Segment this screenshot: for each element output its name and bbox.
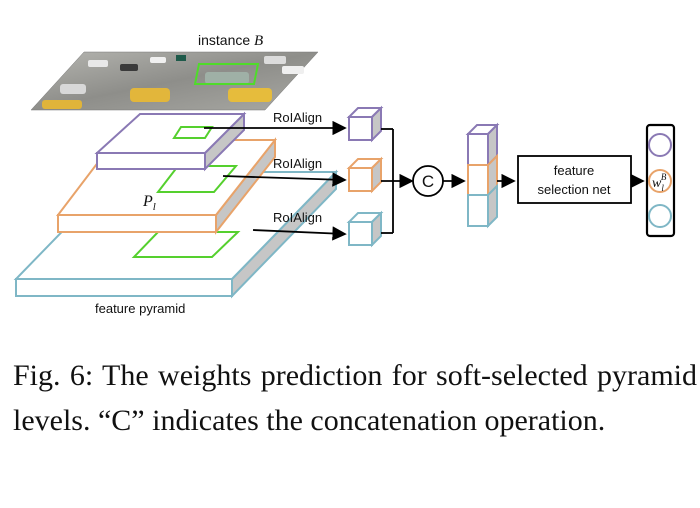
concat-node: C bbox=[412, 165, 444, 197]
roi-box-middle bbox=[155, 165, 239, 193]
roi-box-top bbox=[172, 126, 214, 139]
pooled-feature-bottom bbox=[346, 210, 384, 248]
level-front-face bbox=[96, 152, 206, 170]
car bbox=[282, 66, 304, 74]
weight-label: wlB bbox=[652, 172, 667, 193]
instance-roi-box bbox=[193, 63, 260, 85]
car bbox=[150, 57, 166, 63]
instance-label: instance B bbox=[198, 32, 263, 49]
roialign-label-middle: RoIAlign bbox=[273, 156, 322, 171]
pyramid-level-top bbox=[94, 111, 247, 172]
roialign-arrows: RoIAlign RoIAlign RoIAlign bbox=[204, 110, 347, 241]
instance-image: instance B bbox=[30, 32, 319, 111]
car bbox=[60, 84, 86, 94]
car bbox=[42, 100, 82, 109]
concat-symbol: C bbox=[422, 172, 434, 191]
roialign-arrow-middle bbox=[222, 172, 347, 187]
weight-node-middle bbox=[648, 169, 672, 193]
car bbox=[120, 64, 138, 71]
feature-selection-net: feature selection net bbox=[517, 155, 632, 204]
concatenated-feature-stack bbox=[465, 122, 500, 229]
roialign-label-bottom: RoIAlign bbox=[273, 210, 322, 225]
weight-node-top bbox=[648, 133, 672, 157]
pooled-feature-middle bbox=[346, 156, 384, 194]
roialign-arrow-bottom bbox=[252, 226, 347, 241]
car bbox=[130, 88, 170, 102]
roialign-label-top: RoIAlign bbox=[273, 110, 322, 125]
svg-text:selection net: selection net bbox=[538, 182, 611, 197]
pooled-feature-top bbox=[346, 105, 384, 143]
weight-vector: wlB bbox=[645, 123, 676, 238]
car bbox=[88, 60, 108, 67]
weight-node-bottom bbox=[648, 204, 672, 228]
svg-text:feature: feature bbox=[554, 163, 594, 178]
level-front-face bbox=[57, 214, 217, 233]
car bbox=[264, 56, 286, 64]
pyramid-label: feature pyramid bbox=[95, 301, 185, 316]
level-front-face bbox=[15, 278, 233, 297]
car bbox=[228, 88, 272, 102]
car bbox=[176, 55, 186, 61]
merge-connector bbox=[381, 128, 414, 234]
figure-caption: Fig. 6: The weights prediction for soft-… bbox=[13, 359, 697, 437]
level-label: Pl bbox=[142, 193, 156, 213]
car bbox=[205, 72, 249, 84]
